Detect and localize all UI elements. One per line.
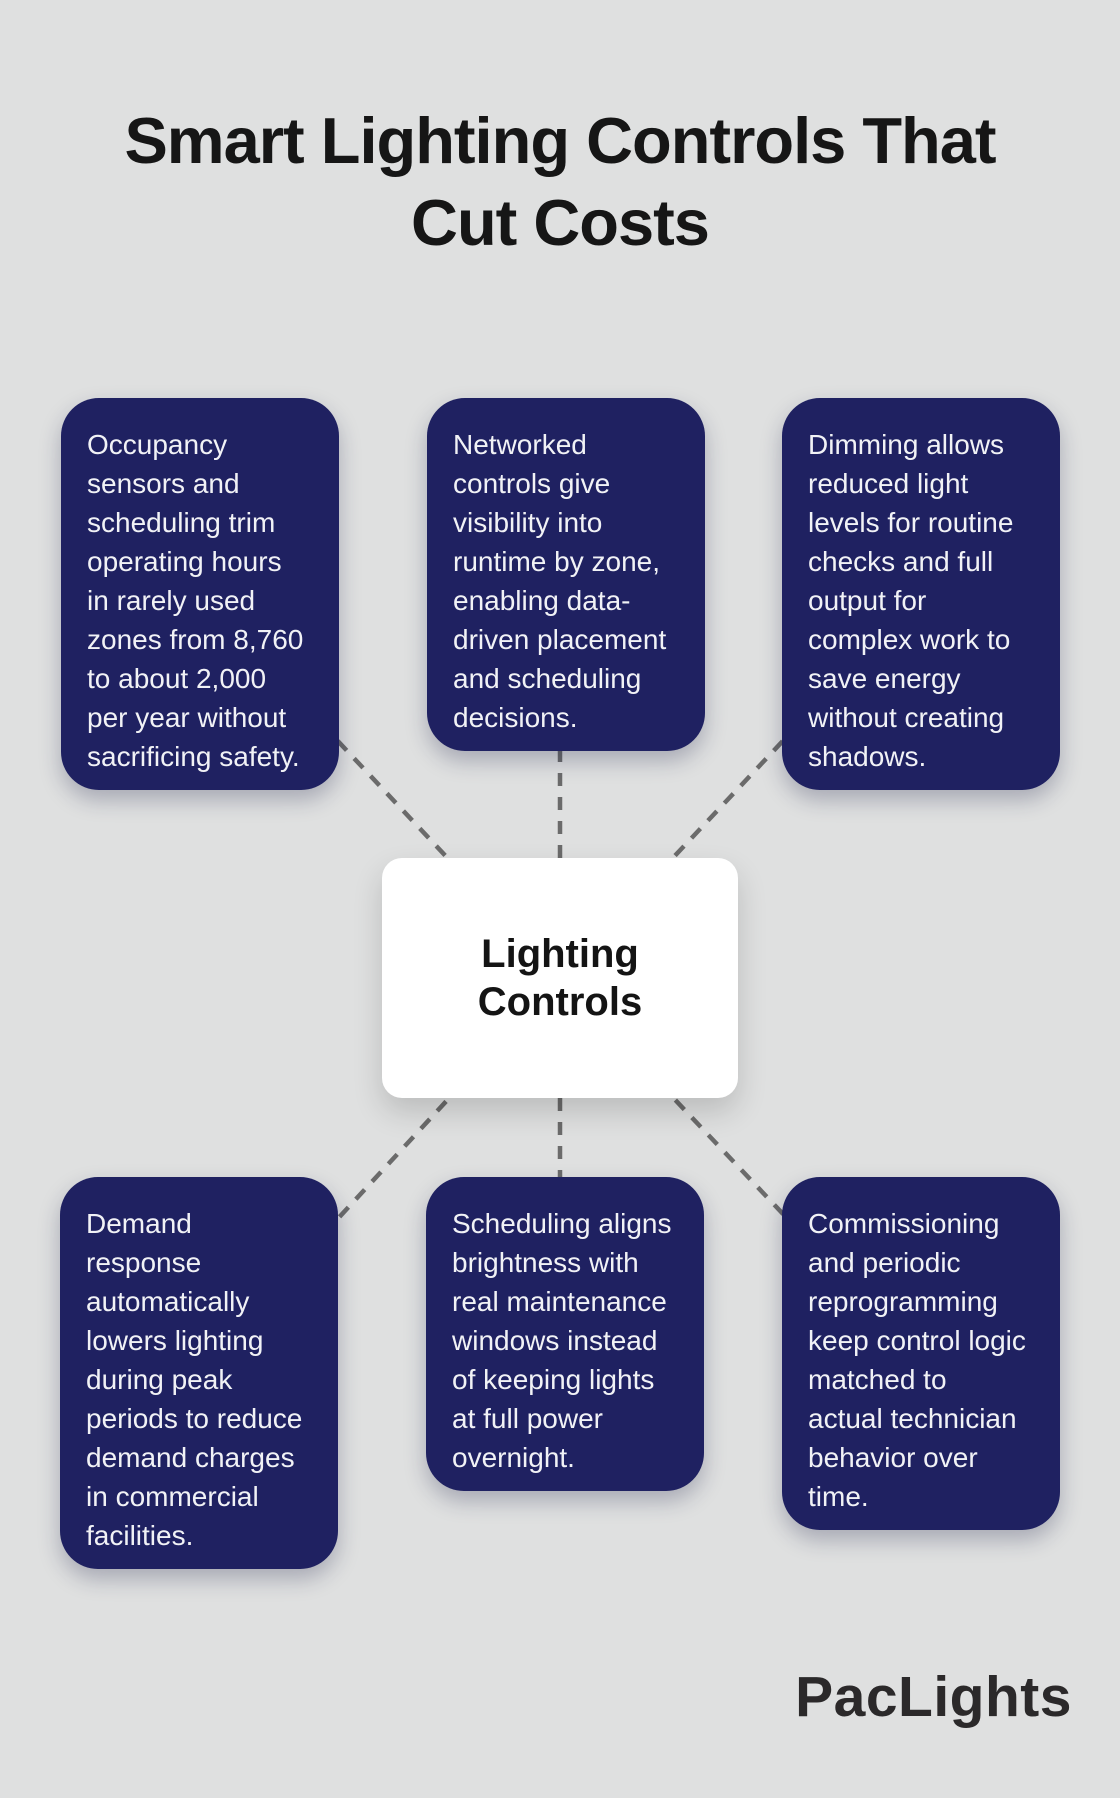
center-node-label: Lighting Controls — [477, 932, 643, 1024]
info-card-commissioning: Commissioning and periodic reprogramming… — [782, 1177, 1060, 1530]
info-card-demand-response: Demand response automatically lowers lig… — [60, 1177, 338, 1569]
info-card-networked-controls: Networked controls give visibility into … — [427, 398, 705, 751]
info-card-text: Occupancy sensors and scheduling trim op… — [87, 429, 304, 772]
info-card-text: Networked controls give visibility into … — [453, 429, 667, 733]
info-card-text: Scheduling aligns brightness with real m… — [452, 1208, 672, 1473]
info-card-dimming: Dimming allows reduced light levels for … — [782, 398, 1060, 790]
info-card-text: Dimming allows reduced light levels for … — [808, 429, 1014, 772]
info-card-text: Commissioning and periodic reprogramming… — [808, 1208, 1026, 1512]
center-node-lighting-controls: Lighting Controls — [382, 858, 738, 1098]
info-card-scheduling: Scheduling aligns brightness with real m… — [426, 1177, 704, 1491]
info-card-occupancy-sensors: Occupancy sensors and scheduling trim op… — [61, 398, 339, 790]
info-card-text: Demand response automatically lowers lig… — [86, 1208, 303, 1551]
brand-logo-paclights: PacLights — [795, 1665, 1072, 1729]
page-title: Smart Lighting Controls That Cut Costs — [124, 104, 996, 259]
